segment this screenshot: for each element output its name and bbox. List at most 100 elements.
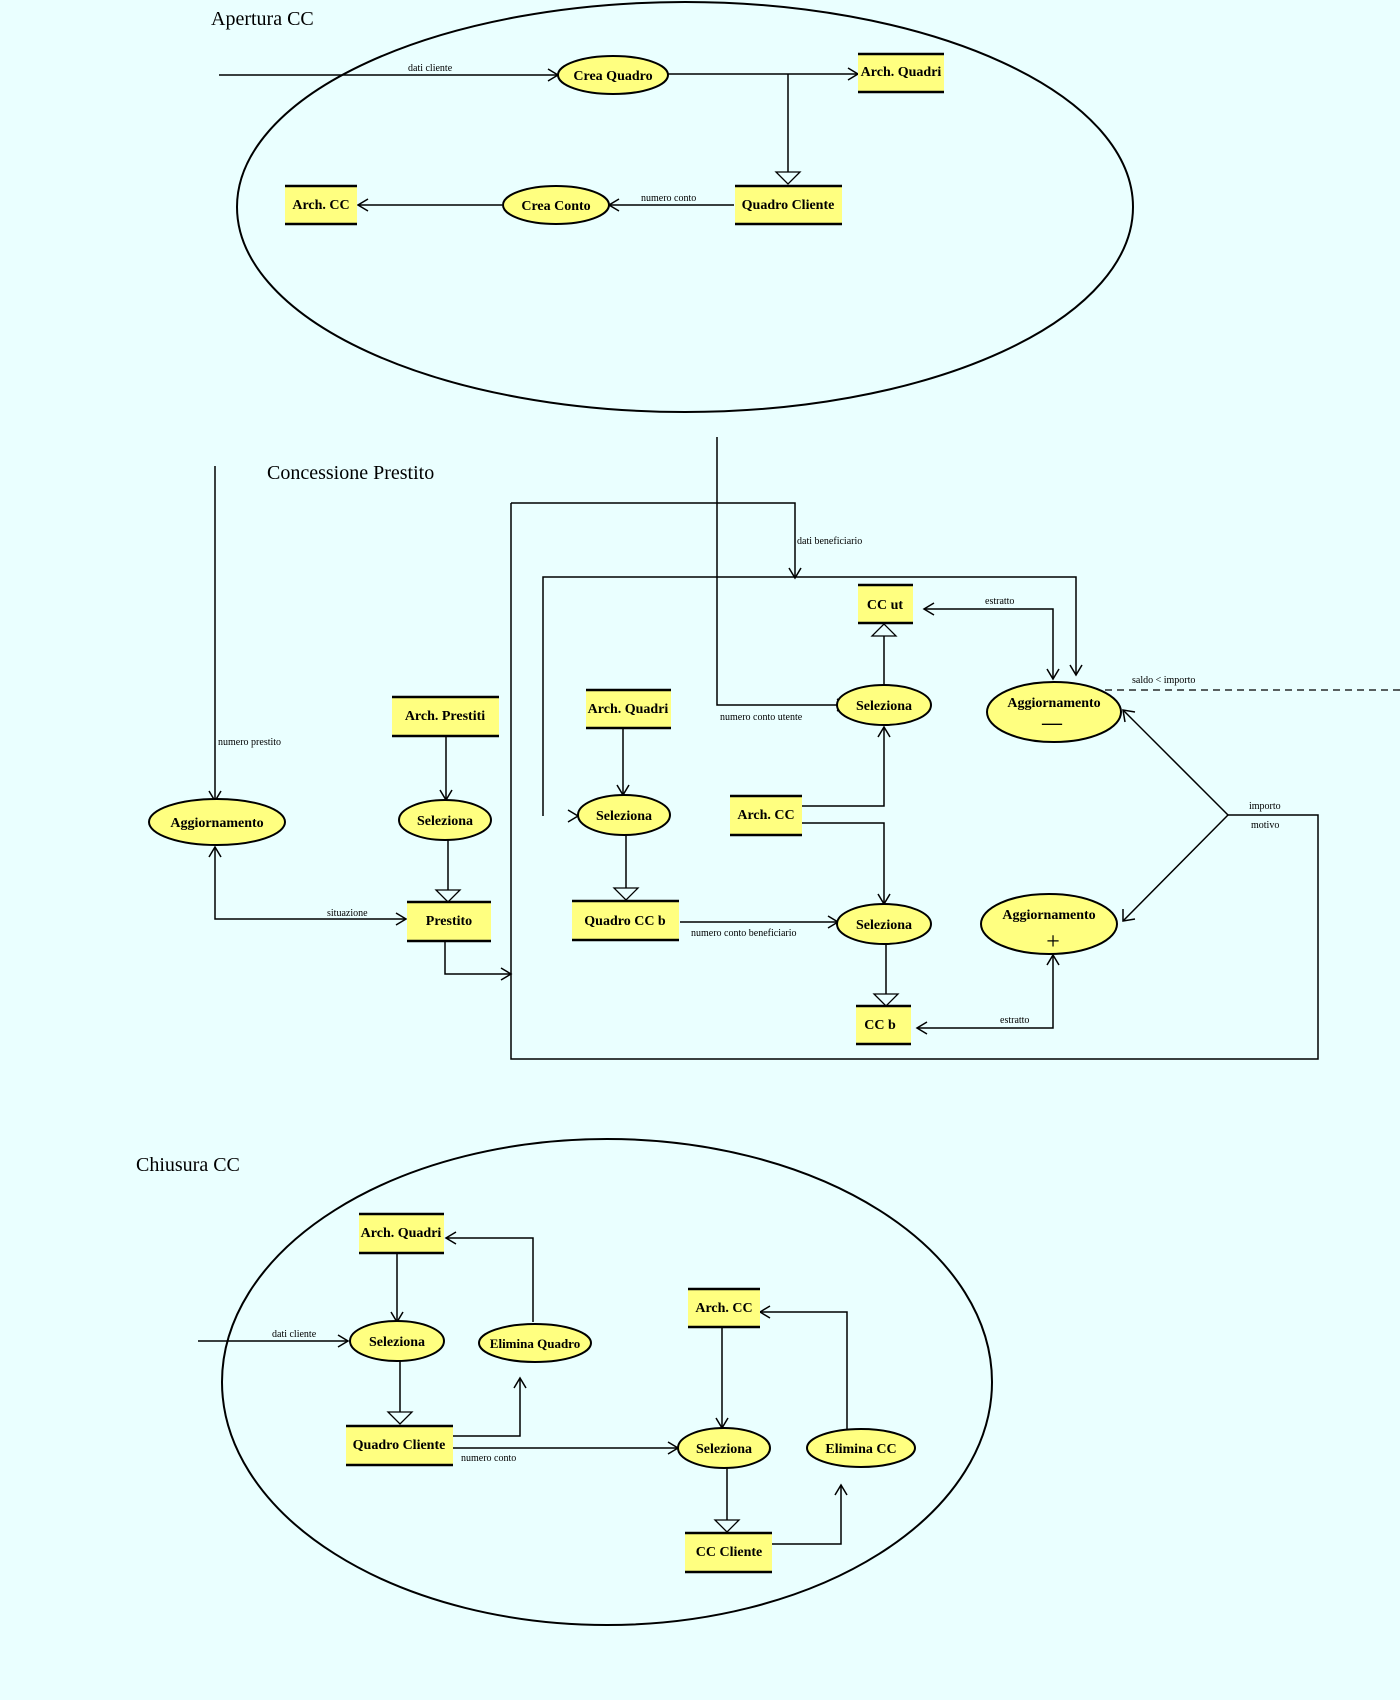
arrowhead <box>500 967 513 981</box>
store-quadro-cc-b[interactable]: Quadro CC b <box>572 899 679 942</box>
flow-line <box>801 822 885 904</box>
arrowhead <box>788 567 802 580</box>
flow-label-numero-conto-beneficiario: numero conto beneficiario <box>691 928 797 939</box>
arrowhead <box>395 912 408 926</box>
hollow-arrowhead <box>774 171 802 185</box>
store-label: Arch. Prestiti <box>405 709 485 724</box>
process-aggiornamento-meno[interactable]: Aggiornamento — <box>986 681 1122 743</box>
store-quadro-cliente[interactable]: Quadro Cliente <box>735 184 842 226</box>
flow-line-estratto-ut <box>924 608 1054 679</box>
store-arch-cc[interactable]: Arch. CC <box>688 1287 760 1329</box>
process-aggiornamento-prestito[interactable]: Aggiornamento <box>148 798 286 846</box>
store-label: CC ut <box>867 598 904 613</box>
arrowhead <box>337 1334 350 1348</box>
section-title-apertura-cc: Apertura CC <box>211 8 314 30</box>
process-label: Seleziona <box>856 699 912 714</box>
process-elimina-cc[interactable]: Elimina CC <box>806 1428 916 1468</box>
process-seleziona-prestiti[interactable]: Seleziona <box>398 799 492 841</box>
arrowhead <box>208 845 222 858</box>
process-seleziona-quadro[interactable]: Seleziona <box>349 1320 445 1362</box>
process-crea-quadro[interactable]: Crea Quadro <box>557 55 669 95</box>
process-elimina-quadro[interactable]: Elimina Quadro <box>478 1323 592 1363</box>
flow-label-estratto-ut: estratto <box>985 596 1014 607</box>
section-title-concessione-prestito: Concessione Prestito <box>267 462 434 484</box>
arrowhead <box>1122 909 1136 922</box>
store-cc-b[interactable]: CC b <box>856 1004 911 1046</box>
store-arch-quadri[interactable]: Arch. Quadri <box>586 688 671 730</box>
arrowhead <box>1122 709 1136 723</box>
process-label: Aggiornamento <box>1007 696 1100 711</box>
flow-label-dati-cliente: dati cliente <box>272 1329 317 1340</box>
process-seleziona-quadri[interactable]: Seleziona <box>577 794 671 836</box>
flow-label-saldo-importo: saldo < importo <box>1132 675 1195 686</box>
process-label: Seleziona <box>417 814 473 829</box>
flow-label-numero-conto: numero conto <box>461 1453 516 1464</box>
process-label: Aggiornamento <box>170 816 263 831</box>
arrowhead <box>1046 668 1060 681</box>
flow-line-estratto-b <box>917 955 1054 1029</box>
process-label: Seleziona <box>369 1335 425 1350</box>
process-aggiornamento-piu[interactable]: Aggiornamento + <box>980 893 1118 955</box>
arrowhead <box>356 198 369 212</box>
store-label: Quadro CC b <box>584 914 666 929</box>
process-seleziona-cc-b[interactable]: Seleziona <box>836 903 932 945</box>
store-label: CC b <box>864 1018 896 1033</box>
flow-line <box>801 727 885 807</box>
store-label: Arch. CC <box>695 1301 752 1316</box>
flow-line-importo-meno <box>1122 709 1229 816</box>
process-label: Aggiornamento <box>1002 908 1095 923</box>
hollow-arrowhead <box>434 889 462 903</box>
store-prestito[interactable]: Prestito <box>407 900 491 943</box>
process-label: Seleziona <box>696 1442 752 1457</box>
flows-concessione-prestito: numero prestito situazione dati benefici… <box>208 437 1400 1060</box>
process-label: Crea Quadro <box>573 69 652 84</box>
flow-label-situazione: situazione <box>327 908 368 919</box>
boundary-chiusura-cc <box>221 1138 993 1626</box>
arrowhead <box>915 1021 928 1035</box>
store-quadro-cliente[interactable]: Quadro Cliente <box>346 1424 453 1467</box>
hollow-arrowhead <box>386 1411 414 1425</box>
store-label: Arch. Quadri <box>861 65 942 80</box>
flow-label-numero-conto-utente: numero conto utente <box>720 712 803 723</box>
process-label: Elimina CC <box>825 1442 896 1457</box>
arrowhead <box>513 1376 527 1389</box>
hollow-arrowhead <box>713 1519 741 1533</box>
arrowhead <box>877 725 891 738</box>
process-seleziona-cc[interactable]: Seleziona <box>677 1427 771 1469</box>
store-label: Arch. Quadri <box>361 1226 442 1241</box>
section-apertura-cc: Apertura CC dati cliente numero conto Cr… <box>211 1 1134 413</box>
process-crea-conto[interactable]: Crea Conto <box>502 185 610 225</box>
section-chiusura-cc: Chiusura CC dati cliente numero conto <box>136 1138 993 1626</box>
flow-label-importo: importo <box>1249 801 1281 812</box>
section-concessione-prestito: Concessione Prestito <box>148 437 1400 1060</box>
flows-chiusura-cc: dati cliente numero conto <box>198 1231 848 1545</box>
arrowhead <box>834 1483 848 1496</box>
process-label: Seleziona <box>596 809 652 824</box>
store-arch-quadri[interactable]: Arch. Quadri <box>359 1212 444 1255</box>
minus-symbol: — <box>1041 712 1063 734</box>
flow-line-to-elimina-cc <box>772 1485 842 1545</box>
flow-line-inner-route <box>542 576 1077 816</box>
flow-label-motivo: motivo <box>1251 820 1279 831</box>
store-arch-cc[interactable]: Arch. CC <box>285 184 357 226</box>
store-arch-quadri[interactable]: Arch. Quadri <box>858 52 944 94</box>
flow-label-numero-prestito: numero prestito <box>218 737 281 748</box>
flow-line-elimina-cc <box>760 1311 848 1429</box>
arrowhead <box>444 1231 457 1245</box>
process-seleziona-cc-ut[interactable]: Seleziona <box>836 684 932 726</box>
store-cc-cliente[interactable]: CC Cliente <box>685 1531 772 1574</box>
boundary-apertura-cc <box>236 1 1134 413</box>
section-title-chiusura-cc: Chiusura CC <box>136 1154 240 1176</box>
flow-label-dati-beneficiario: dati beneficiario <box>797 536 862 547</box>
hollow-arrowhead <box>872 993 900 1007</box>
store-cc-ut[interactable]: CC ut <box>858 583 913 625</box>
flow-line-dati-beneficiario <box>511 502 796 578</box>
outer-boundary <box>510 503 1319 1060</box>
flow-line-importo-piu <box>1122 814 1229 922</box>
store-arch-prestiti[interactable]: Arch. Prestiti <box>392 695 499 738</box>
store-label: Quadro Cliente <box>742 198 835 213</box>
store-arch-cc[interactable]: Arch. CC <box>730 794 802 837</box>
hollow-arrowhead <box>612 887 640 901</box>
hollow-arrowhead <box>870 623 898 637</box>
